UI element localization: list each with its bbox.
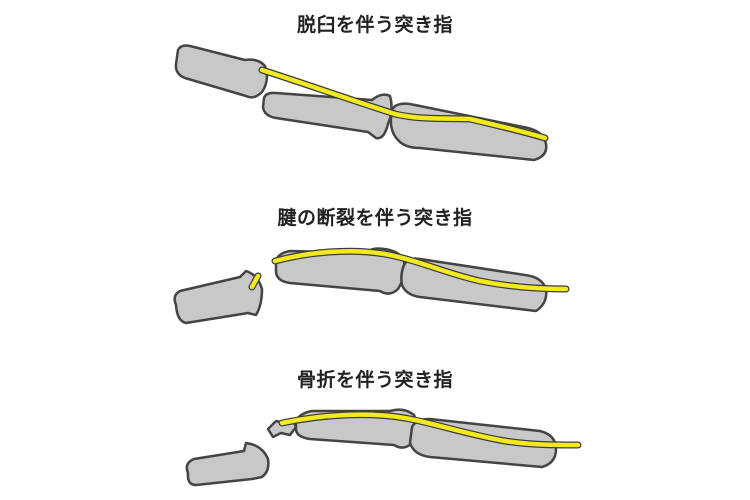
panel-tendon-rupture: 腱の断裂を伴う突き指: [0, 165, 750, 335]
panel-dislocation: 脱臼を伴う突き指: [0, 0, 750, 165]
tendon: [259, 67, 548, 141]
fracture-tendon: [278, 411, 582, 449]
caption-fracture: 骨折を伴う突き指: [296, 369, 453, 391]
caption-tendon-rupture: 腱の断裂を伴う突き指: [277, 207, 473, 229]
tendon-rupture-tendon: [248, 247, 570, 293]
dislocation-tendon: [258, 66, 549, 142]
panel-fracture: 骨折を伴う突き指: [0, 335, 750, 500]
distal-phalanx: [174, 44, 269, 99]
tendon-rupture-illustration: [173, 247, 570, 325]
tendon: [272, 248, 569, 292]
caption-dislocation: 脱臼を伴う突き指: [296, 14, 453, 36]
fracture-bones: [185, 408, 558, 487]
fracture-illustration: [185, 408, 582, 487]
distal-phalanx: [185, 441, 270, 487]
dislocation-illustration: [174, 44, 549, 162]
middle-phalanx: [261, 91, 393, 140]
distal-phalanx: [173, 269, 264, 325]
tendon: [279, 412, 581, 448]
tendon-stump: [249, 273, 261, 290]
